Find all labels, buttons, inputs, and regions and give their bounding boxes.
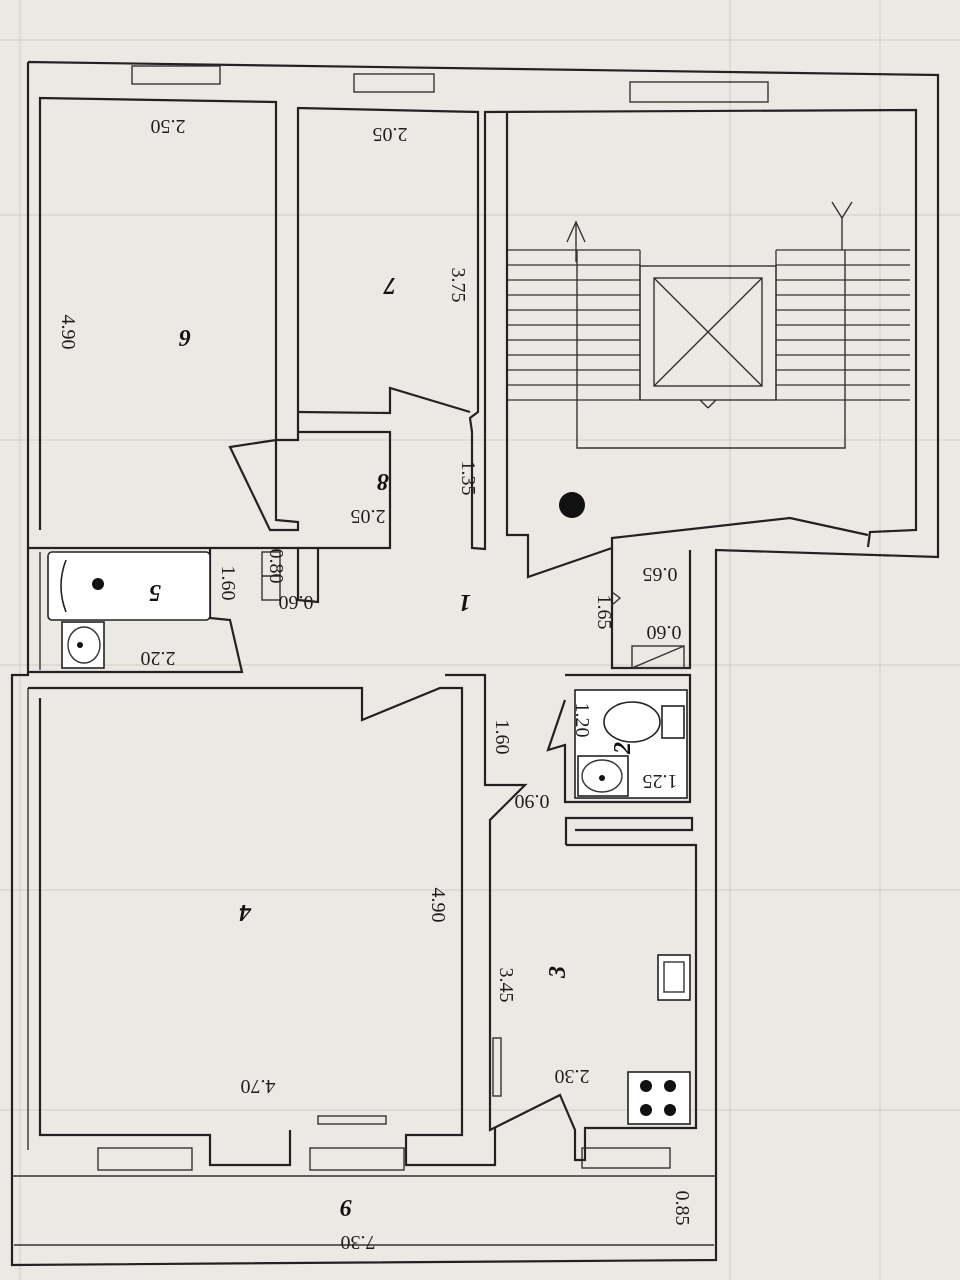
room-2-dim-c: 0.90 [515,790,550,812]
window [353,73,435,93]
door-symbol [492,1037,502,1097]
closet-a-dim-a: 0.80 [265,549,287,584]
window [581,1147,671,1169]
room-1-number: 1 [459,589,471,615]
drain-icon [92,578,104,590]
room-4-dim-a: 4.90 [427,888,449,923]
outer-walls [10,60,940,1267]
room-6-dim-a: 4.90 [57,315,79,350]
room-5-dim-b: 2.20 [141,647,176,669]
room-3-number: 3 [545,966,571,979]
room-1-dim-a: 1.35 [457,461,479,496]
room-1-dim-c: 1.60 [491,720,513,755]
door-symbol [317,1115,387,1125]
toilet-bowl [603,701,661,743]
room-3-dim-b: 2.30 [555,1065,590,1087]
ink-blot [559,492,585,518]
room-4-number: 4 [239,899,252,925]
closet-b-dim-a: 0.65 [643,563,678,585]
room-6-number: 6 [179,324,191,350]
room-8-number: 8 [377,468,389,494]
room-9-number: 9 [340,1194,352,1220]
room-2-dim-a: 1.20 [571,703,593,738]
room-5-bathroom [28,546,320,674]
bathtub [47,551,211,621]
stair-flight-left [508,249,641,401]
window [629,81,769,103]
room-5-number: 5 [149,579,161,605]
down-arrow-icon [831,201,853,250]
room-7-number: 7 [383,272,396,298]
stair-flight-right [775,249,910,401]
room-4 [12,686,716,1177]
elevator-cab [653,277,763,387]
room-4-dim-b: 4.70 [241,1075,276,1097]
stairwell [505,112,910,579]
room-2-toilet [546,548,692,804]
window [309,1147,405,1171]
windows [97,65,769,1171]
room-7-dim-a: 3.75 [447,268,469,303]
window [131,65,221,85]
room-1-dim-b: 1.65 [593,595,615,630]
room-2-dim-b: 1.25 [643,770,678,792]
room-9-dim-b: 0.85 [671,1191,693,1226]
room-5-dim-a: 1.60 [217,566,239,601]
stove [627,1071,691,1125]
room-3-dim-a: 3.45 [495,968,517,1003]
room-6-dim-b: 2.50 [151,115,186,137]
room-9-dim-a: 7.30 [341,1231,376,1253]
toilet-tank [661,705,685,739]
closet-a-dim-b: 0.60 [279,591,314,613]
room-8-dim-a: 2.05 [351,505,386,527]
room-7-dim-b: 2.05 [373,123,408,145]
room-3-kitchen [445,673,698,1162]
closet-b-dim-b: 0.60 [647,621,682,643]
room-2-number: 2 [610,742,636,755]
elevator-shaft [639,265,777,401]
window [97,1147,193,1171]
labels: 1 1.35 1.65 1.60 2 1.20 1.25 0.90 3 3.45… [57,115,693,1253]
up-arrow-icon [566,220,586,262]
